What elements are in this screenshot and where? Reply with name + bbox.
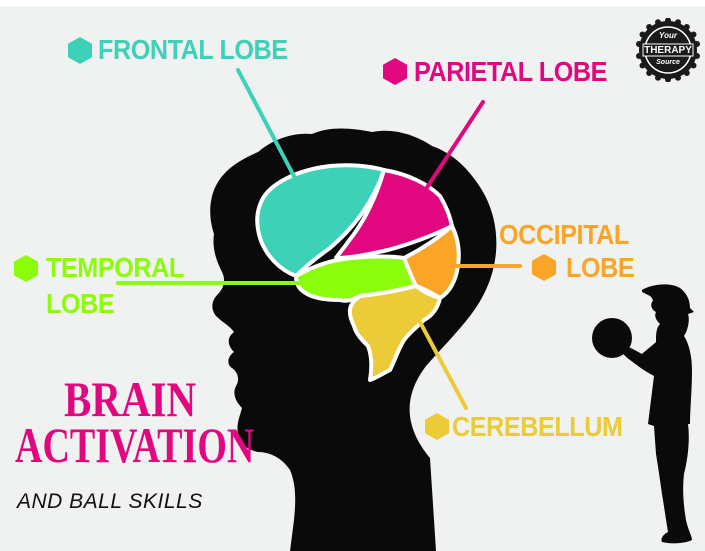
subtitle: AND BALL SKILLS xyxy=(17,490,203,513)
seal-badge-icon xyxy=(636,17,700,83)
frontal-leader-line xyxy=(236,68,298,182)
cerebellum-region xyxy=(347,284,442,382)
infographic-canvas: FRONTAL LOBE PARIETAL LOBE OCCIPITAL LOB… xyxy=(0,6,705,551)
frontal-lobe-label: FRONTAL LOBE xyxy=(98,34,288,65)
frontal-lobe-region xyxy=(255,163,386,278)
title-line-1: BRAIN xyxy=(64,371,197,427)
illustration xyxy=(116,68,694,551)
child-with-ball-silhouette xyxy=(592,284,694,544)
hexagon-icon xyxy=(532,254,556,281)
temporal-lobe-label-line2: LOBE xyxy=(46,288,115,319)
temporal-lobe-label-line1: TEMPORAL xyxy=(46,252,184,283)
hexagon-icon xyxy=(14,255,38,282)
logo-text-middle: THERAPY xyxy=(644,45,692,56)
hexagon-icon xyxy=(383,58,407,85)
parietal-leader-line xyxy=(422,100,485,194)
cerebellum-leader-line xyxy=(418,320,468,410)
occipital-lobe-region xyxy=(402,224,461,300)
title-line-2: ACTIVATION xyxy=(15,417,255,473)
logo-text-bottom: Source xyxy=(656,59,680,66)
occipital-lobe-label-line2: LOBE xyxy=(566,252,635,283)
occipital-lobe-label-line1: OCCIPITAL xyxy=(499,219,629,250)
parietal-lobe-label: PARIETAL LOBE xyxy=(414,56,607,87)
hexagon-icon xyxy=(68,37,92,64)
your-therapy-source-logo: Your THERAPY Source xyxy=(636,17,700,83)
hexagon-icon xyxy=(425,413,449,440)
cerebellum-label: CEREBELLUM xyxy=(452,411,623,442)
logo-text-top: Your xyxy=(659,31,677,40)
